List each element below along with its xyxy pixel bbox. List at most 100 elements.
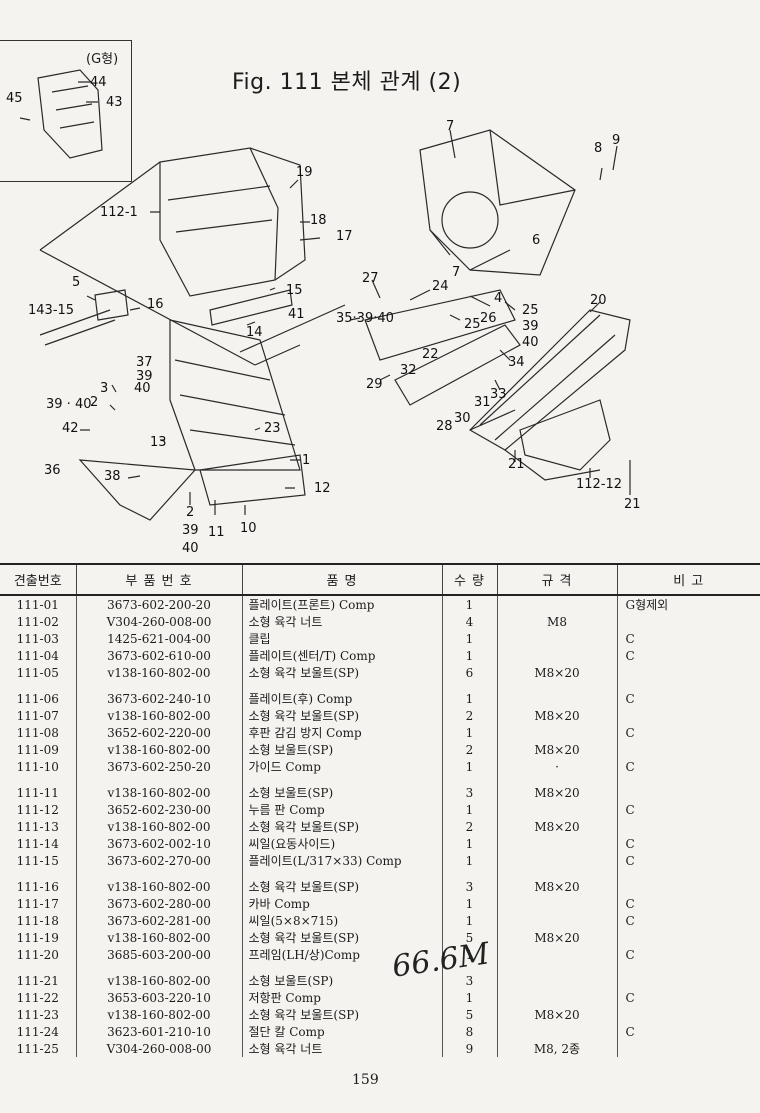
quantity-cell: 2	[441, 741, 497, 758]
callout: 43	[106, 95, 123, 110]
callout: 17	[336, 229, 353, 244]
quantity-cell: 3	[441, 775, 497, 801]
row-index-cell: 111-22	[16, 990, 59, 1005]
column-header-quantity: 수 량	[441, 563, 497, 596]
remarks-cell: C	[616, 758, 760, 775]
callout: 35·39·40	[336, 311, 394, 326]
callout: 9	[612, 133, 621, 148]
quantity-cell: 1	[441, 801, 497, 818]
callout: 31	[474, 395, 491, 410]
callout: 23	[264, 421, 281, 436]
quantity-cell: 1	[441, 835, 497, 852]
remarks-cell: C	[616, 647, 760, 664]
spec-cell: M8×20	[496, 929, 617, 946]
row-index-cell: 111-08	[16, 725, 59, 740]
spec-cell	[496, 595, 617, 613]
part-number-cell: v138-160-802-00	[75, 741, 242, 758]
spec-cell	[496, 724, 617, 741]
column-header-part-name: 품 명	[241, 563, 442, 596]
part-name-cell: 플레이트(센터/T) Comp	[241, 647, 442, 664]
part-name-cell: 소형 보울트(SP)	[241, 963, 442, 989]
spec-cell	[496, 630, 617, 647]
quantity-cell: 4	[441, 613, 497, 630]
row-index-cell: 111-15	[16, 853, 59, 868]
quantity-cell: 5	[441, 929, 497, 946]
callout: 11	[208, 525, 225, 540]
callout: 29	[366, 377, 383, 392]
part-name-cell: 씨일(요동사이드)	[241, 835, 442, 852]
callout: 38	[104, 469, 121, 484]
callout: 18	[310, 213, 327, 228]
remarks-cell: C	[616, 681, 760, 707]
column-header-spec: 규 격	[496, 563, 617, 596]
callout: 1	[302, 453, 311, 468]
row-index-cell: 111-06	[16, 691, 59, 706]
part-name-cell: 소형 보울트(SP)	[241, 741, 442, 758]
remarks-cell	[616, 741, 760, 758]
part-number-cell: v138-160-802-00	[75, 869, 242, 895]
callout: 112-1	[100, 205, 138, 220]
part-number-cell: 3673-602-240-10	[75, 681, 242, 707]
quantity-cell: 9	[441, 1040, 497, 1057]
part-number-cell: 3673-602-281-00	[75, 912, 242, 929]
callout: 13	[150, 435, 167, 450]
part-name-cell: 씨일(5×8×715)	[241, 912, 442, 929]
column-header-remarks: 비 고	[616, 563, 760, 596]
part-number-cell: v138-160-802-00	[75, 707, 242, 724]
part-22-drawing	[394, 324, 521, 406]
callout: 20	[590, 293, 607, 308]
quantity-cell: 3	[441, 869, 497, 895]
callout: 21	[508, 457, 525, 472]
row-index-cell: 111-24	[16, 1024, 59, 1039]
part-name-cell: 소형 육각 너트	[241, 613, 442, 630]
quantity-cell: 1	[441, 758, 497, 775]
part-number-cell: 3653-603-220-10	[75, 989, 242, 1006]
spec-cell	[496, 912, 617, 929]
remarks-cell: C	[616, 835, 760, 852]
callout: 40	[134, 381, 151, 396]
callout: 6	[532, 233, 541, 248]
quantity-cell: 1	[441, 895, 497, 912]
spec-cell: M8×20	[496, 818, 617, 835]
callout: 2	[90, 395, 99, 410]
remarks-cell	[616, 613, 760, 630]
remarks-cell	[616, 929, 760, 946]
row-index-cell: 111-09	[16, 742, 59, 757]
part-number-cell: 3652-602-220-00	[75, 724, 242, 741]
spec-cell	[496, 963, 617, 989]
part-number-cell: 3673-602-610-00	[75, 647, 242, 664]
part-6-drawing	[419, 129, 576, 276]
row-index-cell: 111-17	[16, 896, 59, 911]
remarks-cell: C	[616, 801, 760, 818]
row-index-cell: 111-07	[16, 708, 59, 723]
callout: 41	[288, 307, 305, 322]
spec-cell: M8×20	[496, 741, 617, 758]
row-index-cell: 111-05	[16, 665, 59, 680]
part-number-cell: v138-160-802-00	[75, 775, 242, 801]
row-index-cell: 111-10	[16, 759, 59, 774]
part-name-cell: 후판 감김 방지 Comp	[241, 724, 442, 741]
spec-cell	[496, 852, 617, 869]
page-number: 159	[352, 1072, 379, 1088]
quantity-cell: 5	[441, 1006, 497, 1023]
exploded-parts-diagram	[19, 69, 631, 521]
quantity-cell: 2	[441, 818, 497, 835]
remarks-cell: C	[616, 630, 760, 647]
spec-cell	[496, 681, 617, 707]
part-name-cell: 소형 육각 보울트(SP)	[241, 707, 442, 724]
quantity-cell: 1	[441, 724, 497, 741]
